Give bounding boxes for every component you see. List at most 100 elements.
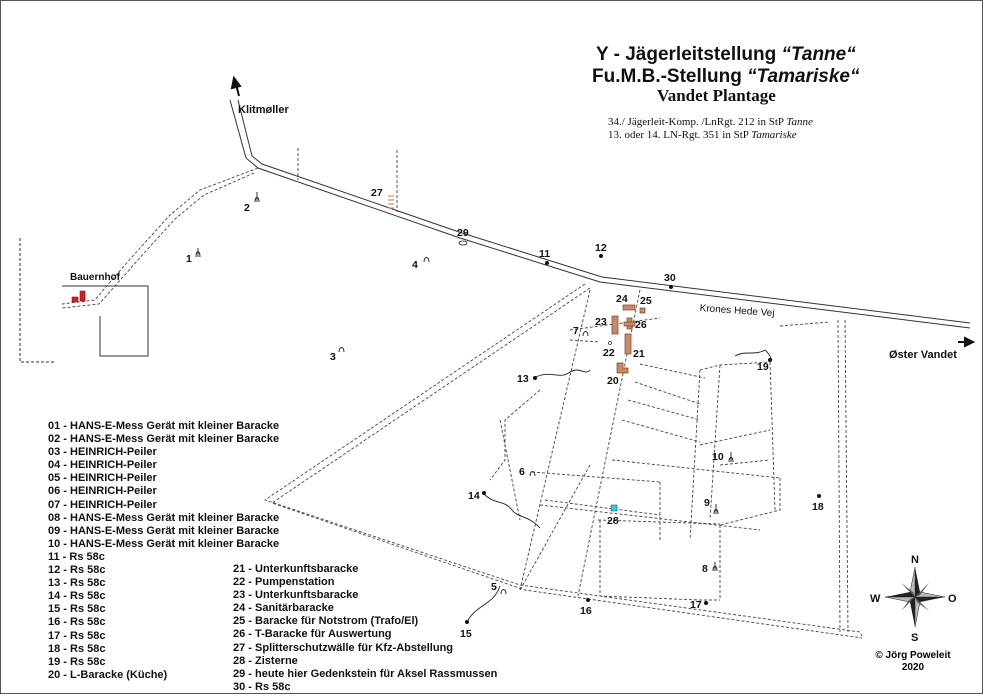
subtitle-line-2-main: 13. oder 14. LN-Rgt. 351 in StP xyxy=(608,129,752,141)
farm-building-1 xyxy=(79,290,86,302)
farm-outline xyxy=(19,238,149,363)
legend-item: 30 - Rs 58c xyxy=(233,680,291,693)
legend-item: 05 - HEINRICH-Peiler xyxy=(48,472,157,485)
barrack-25 xyxy=(639,307,646,314)
marker-15[interactable]: 15 xyxy=(460,628,472,640)
title-line-3: Vandet Plantage xyxy=(657,86,776,105)
place-oster-vandet: Øster Vandet xyxy=(889,349,957,361)
cistern-28 xyxy=(610,504,618,512)
legend-item: 25 - Baracke für Notstrom (Trafo/El) xyxy=(233,615,419,628)
marker-16[interactable]: 16 xyxy=(580,605,592,617)
legend-item: 19 - Rs 58c xyxy=(48,655,106,668)
legend-item: 07 - HEINRICH-Peiler xyxy=(48,498,157,511)
legend-item: 04 - HEINRICH-Peiler xyxy=(48,459,157,472)
copyright: © Jörg Poweleit 2020 xyxy=(868,650,958,674)
legend-item: 06 - HEINRICH-Peiler xyxy=(48,485,157,498)
legend-item: 12 - Rs 58c xyxy=(48,564,106,577)
legend-item: 17 - Rs 58c xyxy=(48,629,106,642)
marker-22[interactable]: 22 xyxy=(603,347,615,359)
legend-item: 24 - Sanitärbaracke xyxy=(233,602,334,615)
marker-29[interactable]: 29 xyxy=(457,227,469,239)
legend-item: 08 - HANS-E-Mess Gerät mit kleiner Barac… xyxy=(48,511,280,524)
marker-25[interactable]: 25 xyxy=(640,295,652,307)
subtitle-line-1-main: 34./ Jägerleit-Komp. /LnRgt. 212 in StP xyxy=(608,116,787,128)
marker-12[interactable]: 12 xyxy=(595,242,607,254)
legend-item: 29 - heute hier Gedenkstein für Aksel Ra… xyxy=(233,667,498,680)
trenches xyxy=(466,349,773,623)
marker-6[interactable]: 6 xyxy=(519,466,525,478)
marker-30[interactable]: 30 xyxy=(664,272,676,284)
marker-11[interactable]: 11 xyxy=(539,248,550,260)
legend-item: 20 - L-Baracke (Küche) xyxy=(48,668,168,681)
legend-item: 27 - Splitterschutzwälle für Kfz-Abstell… xyxy=(233,641,454,654)
barrack-21 xyxy=(624,333,632,355)
barrack-24 xyxy=(622,304,636,311)
legend-item: 02 - HANS-E-Mess Gerät mit kleiner Barac… xyxy=(48,433,280,446)
compass-o: O xyxy=(948,593,957,605)
legend-item: 10 - HANS-E-Mess Gerät mit kleiner Barac… xyxy=(48,537,280,550)
marker-13[interactable]: 13 xyxy=(517,373,529,385)
main-road xyxy=(229,99,971,329)
marker-2[interactable]: 2 xyxy=(244,202,250,214)
marker-17[interactable]: 17 xyxy=(690,599,702,611)
marker-24[interactable]: 24 xyxy=(616,293,628,305)
title-line-2-main: Fu.M.B.-Stellung xyxy=(592,66,748,87)
barrack-23 xyxy=(611,315,619,335)
legend-left: 01 - HANS-E-Mess Gerät mit kleiner Barac… xyxy=(48,420,279,682)
subtitle-line-2: 13. oder 14. LN-Rgt. 351 in StP Tamarisk… xyxy=(608,129,797,141)
marker-21[interactable]: 21 xyxy=(633,348,645,360)
marker-9[interactable]: 9 xyxy=(704,497,710,509)
legend-item: 13 - Rs 58c xyxy=(48,577,106,590)
marker-8[interactable]: 8 xyxy=(702,563,708,575)
marker-4[interactable]: 4 xyxy=(412,259,418,271)
marker-18[interactable]: 18 xyxy=(812,501,824,513)
marker-23[interactable]: 23 xyxy=(595,316,607,328)
legend-item: 15 - Rs 58c xyxy=(48,603,106,616)
title-line-2-name: “Tamariske“ xyxy=(747,66,860,87)
antenna-symbols xyxy=(195,192,734,595)
legend-item: 01 - HANS-E-Mess Gerät mit kleiner Barac… xyxy=(48,420,280,432)
compass-w: W xyxy=(870,593,881,605)
legend-item: 26 - T-Baracke für Auswertung xyxy=(233,628,392,641)
marker-labels: 1 2 3 4 5 6 7 8 9 10 11 12 13 14 15 16 1… xyxy=(186,187,824,640)
memorial-29 xyxy=(458,240,468,246)
marker-14[interactable]: 14 xyxy=(468,490,480,502)
track-to-farm xyxy=(61,167,259,309)
pump-station-22 xyxy=(608,341,612,345)
marker-7[interactable]: 7 xyxy=(573,325,579,337)
marker-3[interactable]: 3 xyxy=(330,351,336,363)
marker-20[interactable]: 20 xyxy=(607,375,619,387)
marker-19[interactable]: 19 xyxy=(757,361,769,373)
legend-item: 21 - Unterkunftsbaracke xyxy=(233,563,359,575)
barracks xyxy=(611,304,646,374)
bunker-dots xyxy=(465,254,821,624)
marker-26[interactable]: 26 xyxy=(635,319,647,331)
farm-building-2 xyxy=(71,296,79,303)
copyright-author: © Jörg Poweleit xyxy=(875,650,951,661)
barrack-26b xyxy=(623,321,636,327)
title-line-1-name: “Tanne“ xyxy=(781,44,856,65)
subtitle-line-1: 34./ Jägerleit-Komp. /LnRgt. 212 in StP … xyxy=(608,116,813,128)
barrack-20 xyxy=(616,362,629,374)
subtitle-line-2-name: Tamariske xyxy=(751,129,797,141)
marker-28[interactable]: 28 xyxy=(607,515,619,527)
legend-item: 03 - HEINRICH-Peiler xyxy=(48,446,157,459)
title-line-2: Fu.M.B.-Stellung “Tamariske“ xyxy=(592,66,859,88)
subtitle-line-1-name: Tanne xyxy=(786,116,813,128)
marker-5[interactable]: 5 xyxy=(491,581,497,593)
arrows xyxy=(230,75,976,348)
marker-27[interactable]: 27 xyxy=(371,187,383,199)
compass-s: S xyxy=(911,632,918,644)
compass-rose: N S W O xyxy=(870,554,957,644)
compass-n: N xyxy=(911,554,919,566)
copyright-year: 2020 xyxy=(901,662,925,673)
legend-item: 14 - Rs 58c xyxy=(48,590,106,603)
legend-item: 18 - Rs 58c xyxy=(48,642,106,655)
legend-right: 21 - Unterkunftsbaracke 22 - Pumpenstati… xyxy=(233,563,497,694)
legend-item: 16 - Rs 58c xyxy=(48,616,106,629)
legend-item: 09 - HANS-E-Mess Gerät mit kleiner Barac… xyxy=(48,524,280,537)
marker-1[interactable]: 1 xyxy=(186,253,192,265)
marker-10[interactable]: 10 xyxy=(712,451,724,463)
